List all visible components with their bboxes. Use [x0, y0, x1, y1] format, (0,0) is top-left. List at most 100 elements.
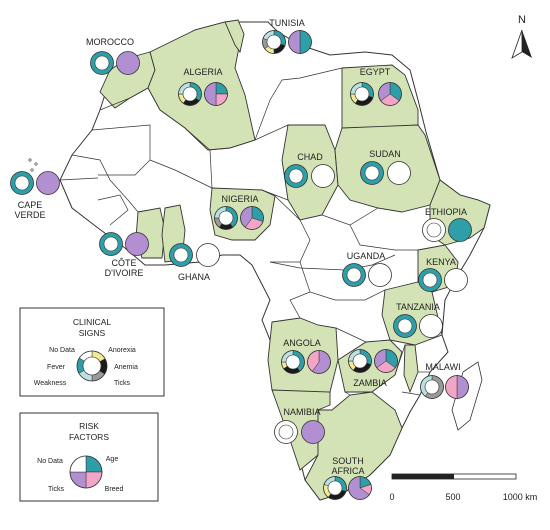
country-label-cape-verde: VERDE [14, 210, 45, 220]
legend-signs-anemia: Anemia [114, 364, 138, 371]
south_africa-signs-ring [323, 476, 347, 500]
country-borders [59, 67, 430, 396]
country-label-cote-divoire: D'IVOIRE [105, 268, 144, 278]
country-label-uganda: UGANDA [347, 251, 386, 261]
morocco-risk-pie [116, 51, 140, 75]
country-label-morocco: MOROCCO [86, 37, 134, 47]
madagascar [451, 361, 483, 431]
zambia-signs-ring [348, 349, 372, 373]
nigeria-signs-ring [214, 206, 238, 230]
country-label-south-africa: AFRICA [331, 466, 364, 476]
legend-clinical-signs: CLINICAL SIGNS No Data Anorexia Fever An… [19, 307, 165, 397]
legend-risk-factors: RISK FACTORS No Data Age Ticks Breed [19, 412, 159, 502]
country-label-sudan: SUDAN [369, 149, 401, 159]
legend-signs-ring [76, 350, 108, 382]
algeria-signs-ring [178, 82, 202, 106]
north-arrow: N [511, 14, 532, 59]
legend-risk-title-2: FACTORS [69, 432, 109, 442]
south_africa-risk-pie [348, 476, 372, 500]
north-arrow-icon [522, 30, 532, 58]
country-label-tunisia: TUNISIA [269, 18, 305, 28]
uganda-risk-pie-slice-no_data [368, 263, 392, 287]
legend-risk-title-1: RISK [79, 421, 99, 431]
sudan-signs-ring [360, 161, 384, 185]
kenya-risk-pie [444, 268, 468, 292]
country-label-namibia: NAMIBIA [283, 407, 320, 417]
scale-label-500: 500 [445, 492, 460, 502]
namibia-risk-pie-slice-ticks_risk [301, 420, 325, 444]
country-label-zambia: ZAMBIA [353, 378, 387, 388]
country-label-egypt: EGYPT [360, 67, 391, 77]
cote_divoire-risk-pie-slice-ticks_risk [125, 232, 149, 256]
legend-risk-nodata: No Data [37, 458, 63, 465]
north-label: N [518, 14, 526, 26]
cote_divoire-signs-ring [99, 232, 123, 256]
egypt-risk-pie [378, 82, 402, 106]
legend-signs-fever: Fever [47, 364, 66, 371]
tanzania-risk-pie-slice-no_data [419, 314, 443, 338]
malawi-risk-pie-slice-breed [445, 375, 458, 399]
angola-signs-ring [281, 350, 305, 374]
malawi-risk-pie [445, 375, 469, 399]
country-label-ethiopia: ETHIOPIA [425, 207, 467, 217]
country-label-angola: ANGOLA [283, 338, 321, 348]
region-malawi [403, 344, 419, 394]
kenya-risk-pie-slice-no_data [444, 268, 468, 292]
country-label-ghana: GHANA [178, 272, 210, 282]
ethiopia-risk-pie [448, 218, 472, 242]
tunisia-signs-ring [262, 30, 286, 54]
legend-signs-nodata: No Data [49, 347, 75, 354]
namibia-signs-ring [274, 420, 298, 444]
sudan-risk-pie [387, 161, 411, 185]
country-label-chad: CHAD [297, 152, 323, 162]
country-label-nigeria: NIGERIA [221, 194, 258, 204]
ethiopia-risk-pie-slice-age [448, 218, 472, 242]
legend-risk-breed: Breed [105, 486, 124, 493]
legend-risk-age: Age [106, 456, 119, 463]
legend-signs-weakness: Weakness [34, 380, 67, 387]
malawi-signs-ring [420, 375, 444, 399]
cape_verde-signs-ring [10, 171, 34, 195]
scale-bar: 0 500 1000 km [389, 473, 538, 502]
ethiopia-signs-ring [422, 218, 446, 242]
legend-signs-title-1: CLINICAL [73, 317, 112, 327]
chad-risk-pie-slice-no_data [311, 164, 335, 188]
cote_divoire-risk-pie [125, 232, 149, 256]
scale-label-0: 0 [389, 492, 394, 502]
cape_verde-risk-pie [36, 171, 60, 195]
kenya-signs-ring [418, 268, 442, 292]
chad-signs-ring [284, 164, 308, 188]
legend-signs-ticks: Ticks [114, 380, 131, 387]
country-label-algeria: ALGERIA [183, 67, 222, 77]
region-tunisia [224, 19, 245, 54]
ghana-signs-ring [169, 243, 193, 267]
nigeria-risk-pie [240, 206, 264, 230]
ghana-risk-pie [196, 243, 220, 267]
tunisia-risk-pie [288, 30, 312, 54]
sudan-risk-pie-slice-no_data [387, 161, 411, 185]
tanzania-signs-ring [393, 314, 417, 338]
scale-label-1000: 1000 km [503, 492, 538, 502]
uganda-signs-ring [342, 263, 366, 287]
chad-risk-pie [311, 164, 335, 188]
country-label-kenya: KENYA [426, 257, 456, 267]
algeria-risk-pie [204, 82, 228, 106]
legend-risk-pie [69, 455, 103, 489]
cape_verde-risk-pie-slice-ticks_risk [36, 171, 60, 195]
egypt-signs-ring [350, 82, 374, 106]
angola-risk-pie [307, 350, 331, 374]
country-label-cote-divoire: CÔTE [111, 258, 136, 268]
morocco-risk-pie-slice-ticks_risk [116, 51, 140, 75]
region-sudan [334, 124, 441, 213]
country-label-cape-verde: CAPE [18, 200, 43, 210]
cape-verde-islands [28, 158, 38, 172]
legend-signs-anorexia: Anorexia [108, 347, 136, 354]
country-label-south-africa: SOUTH [332, 456, 364, 466]
namibia-risk-pie [301, 420, 325, 444]
legend-signs-title-2: SIGNS [79, 328, 106, 338]
ghana-risk-pie-slice-no_data [196, 243, 220, 267]
legend-risk-ticks: Ticks [48, 486, 65, 493]
tanzania-risk-pie [419, 314, 443, 338]
